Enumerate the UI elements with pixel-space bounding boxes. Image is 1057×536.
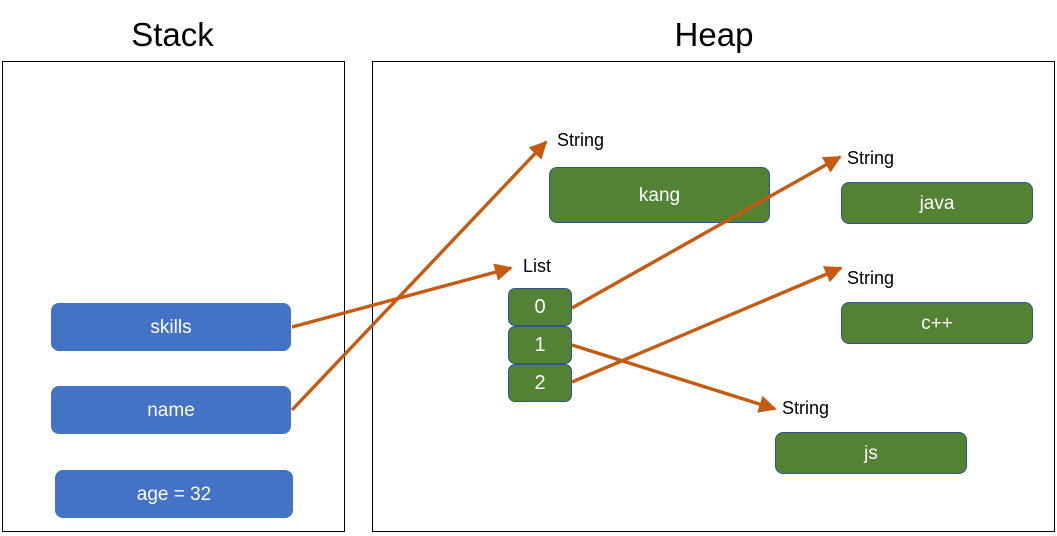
heap-type-label-kang: String [557,130,605,150]
stack-var-skills-label: skills [150,316,192,338]
heap-list-cell-1[interactable]: 1 [508,326,572,364]
heap-list-cell-0[interactable]: 0 [508,288,572,326]
heap-object-js[interactable]: js [775,432,967,474]
stack-var-name-label: name [147,399,195,421]
heap-list-cell-0-index: 0 [534,296,546,318]
stack-region-frame [2,61,345,532]
heap-region-title: Heap [674,16,754,53]
heap-object-cpp-value: c++ [921,312,953,334]
heap-list-cell-2[interactable]: 2 [508,364,572,402]
heap-object-kang-value: kang [638,184,681,206]
heap-type-label-list: List [523,256,552,276]
stack-var-skills[interactable]: skills [51,303,291,351]
heap-type-label-js: String [782,398,830,418]
stack-var-age[interactable]: age = 32 [55,470,293,518]
heap-object-java[interactable]: java [841,182,1033,224]
stack-var-name[interactable]: name [51,386,291,434]
heap-type-label-cpp: String [847,268,895,288]
stack-var-age-label: age = 32 [136,483,212,505]
heap-list-cell-2-index: 2 [534,372,546,394]
heap-list-cell-1-index: 1 [534,334,546,356]
heap-object-kang[interactable]: kang [549,167,770,223]
heap-object-cpp[interactable]: c++ [841,302,1033,344]
heap-object-java-value: java [919,192,955,214]
stack-region-title: Stack [131,16,214,53]
heap-type-label-java: String [847,148,895,168]
heap-object-js-value: js [864,442,878,464]
